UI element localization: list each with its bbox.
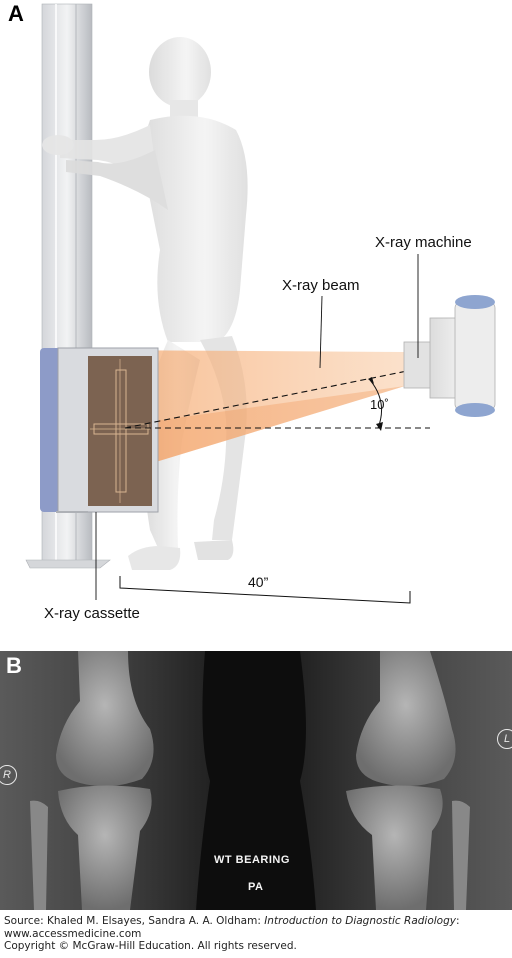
right-side-marker: R [0, 765, 17, 785]
xray-beam [90, 350, 405, 482]
central-ray-dashed-line [124, 369, 413, 429]
right-knee-bones [30, 651, 154, 910]
xray-machine-label: X-ray machine [375, 234, 472, 251]
panel-a-illustration: A X-ray machine X-ray beam 10˚ 40” X-ray… [8, 1, 496, 622]
xray-beam-lower-edge [90, 386, 405, 482]
angle-arrow-top-icon [368, 377, 374, 384]
xray-cassette-label: X-ray cassette [44, 605, 140, 622]
panel-b-letter: B [6, 653, 22, 678]
angle-arrow-icon [376, 422, 383, 431]
projection-annotation: PA [248, 881, 264, 893]
knee-radiograph-image [0, 651, 512, 910]
panel-a-letter: A [8, 1, 24, 26]
positioning-diagram [25, 3, 496, 604]
xray-cassette [40, 347, 159, 513]
xray-machine [403, 295, 496, 417]
xray-beam-label: X-ray beam [282, 277, 360, 294]
left-knee-bones [346, 651, 470, 910]
weight-bearing-annotation: WT BEARING [214, 854, 290, 866]
left-side-marker: L [497, 729, 512, 749]
copyright-notice: Copyright © McGraw-Hill Education. All r… [4, 940, 297, 952]
panel-b-radiograph: B R L WT BEARING PA [0, 651, 512, 910]
beam-leader-line [319, 295, 323, 369]
source-prefix: Source: Khaled M. Elsayes, Sandra A. A. … [4, 915, 265, 927]
distance-label: 40” [248, 574, 269, 590]
source-citation: Source: Khaled M. Elsayes, Sandra A. A. … [4, 915, 510, 953]
distance-bracket [119, 576, 411, 604]
book-title: Introduction to Diagnostic Radiology [264, 915, 456, 927]
source-url: www.accessmedicine.com [4, 927, 142, 940]
angle-label: 10˚ [370, 397, 389, 412]
source-suffix: : [456, 915, 460, 927]
